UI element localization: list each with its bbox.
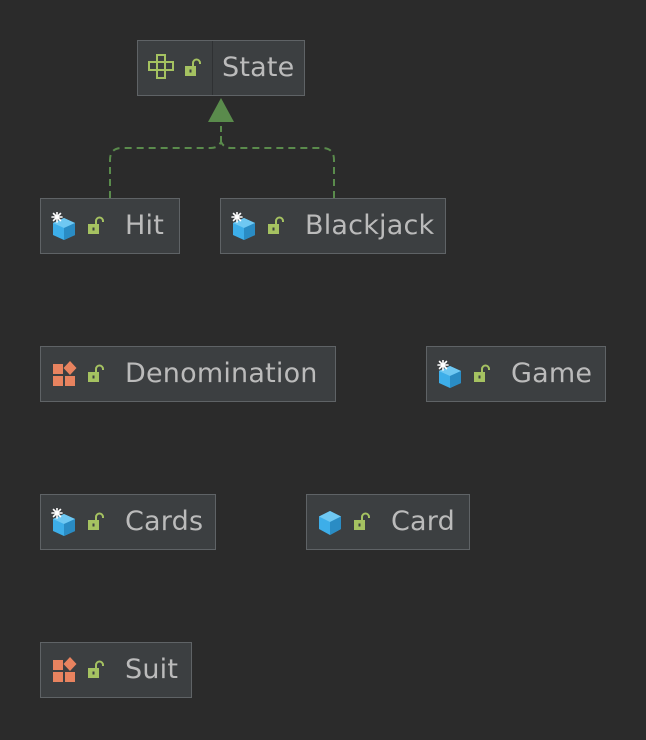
unlocked-lock-icon xyxy=(472,364,492,384)
node-cards[interactable]: Cards xyxy=(40,494,216,550)
implements-arrowhead xyxy=(208,98,234,122)
node-separator xyxy=(212,41,213,95)
interface-icon xyxy=(147,54,175,82)
node-label-card: Card xyxy=(391,506,455,537)
static-class-icon xyxy=(436,360,464,388)
unlocked-lock-icon xyxy=(183,58,203,78)
class-icon xyxy=(316,508,344,536)
node-label-blackjack: Blackjack xyxy=(305,210,435,241)
node-hit[interactable]: Hit xyxy=(40,198,180,254)
unlocked-lock-icon xyxy=(86,216,106,236)
node-label-suit: Suit xyxy=(125,654,179,685)
edge-blackjack-to-state xyxy=(220,141,335,198)
unlocked-lock-icon xyxy=(86,364,106,384)
enum-icon xyxy=(50,656,78,684)
node-label-game: Game xyxy=(511,358,593,389)
node-blackjack[interactable]: Blackjack xyxy=(220,198,446,254)
node-label-denomination: Denomination xyxy=(125,358,318,389)
static-class-icon xyxy=(50,212,78,240)
node-denomination[interactable]: Denomination xyxy=(40,346,336,402)
static-class-icon xyxy=(50,508,78,536)
static-class-icon xyxy=(230,212,258,240)
unlocked-lock-icon xyxy=(266,216,286,236)
node-state[interactable]: State xyxy=(137,40,305,96)
node-label-hit: Hit xyxy=(125,210,164,241)
unlocked-lock-icon xyxy=(86,660,106,680)
node-card[interactable]: Card xyxy=(306,494,470,550)
edge-hit-to-state xyxy=(109,141,222,198)
node-suit[interactable]: Suit xyxy=(40,642,192,698)
enum-icon xyxy=(50,360,78,388)
unlocked-lock-icon xyxy=(352,512,372,532)
node-game[interactable]: Game xyxy=(426,346,606,402)
node-label-state: State xyxy=(222,52,295,83)
node-label-cards: Cards xyxy=(125,506,204,537)
unlocked-lock-icon xyxy=(86,512,106,532)
